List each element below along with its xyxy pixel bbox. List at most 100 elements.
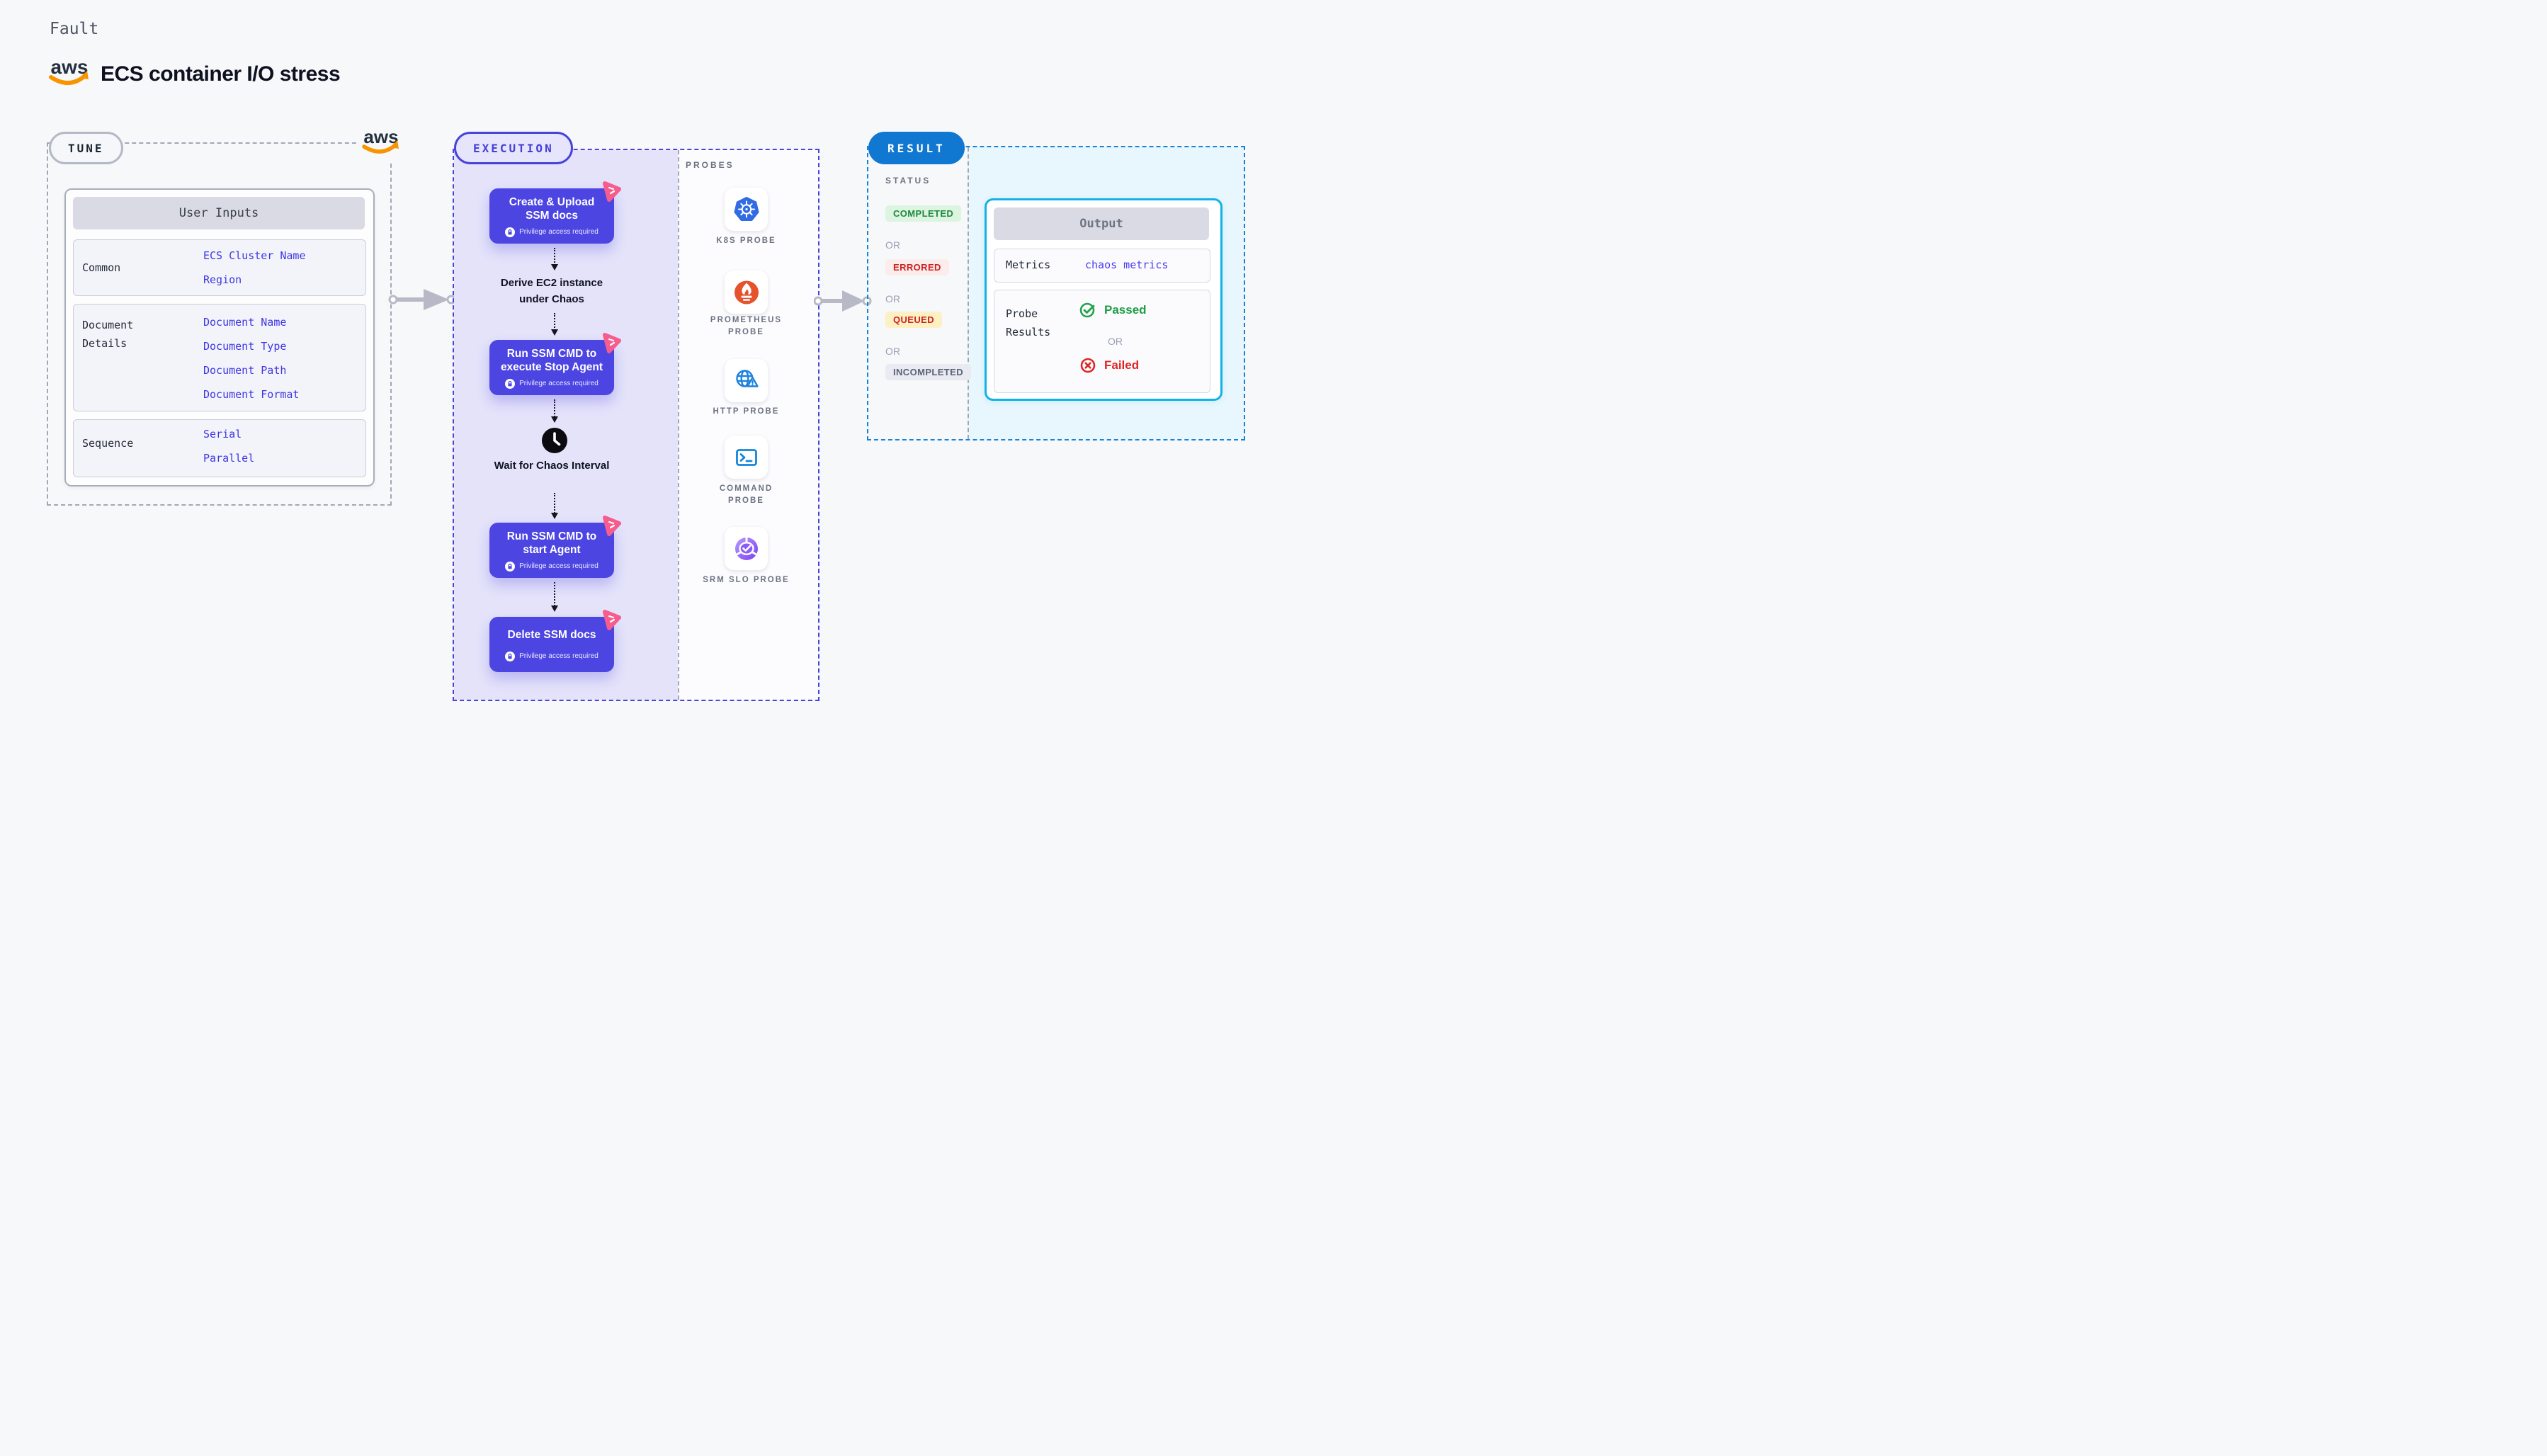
row-values: ECS Cluster Name Region [203,249,306,286]
output-card: Output Metrics chaos metrics Probe Resul… [985,198,1223,401]
x-circle-icon [1080,358,1096,373]
arrow-execution-to-result-icon [814,290,872,312]
passed-result: Passed [1079,302,1147,319]
probe-label: HTTP PROBE [713,407,780,416]
status-badge-completed: COMPLETED [885,205,962,222]
lock-icon [505,378,516,389]
row-label: Sequence [82,437,134,450]
probe-card-k8s [725,188,768,231]
chaos-icon [603,516,621,536]
workflow-node-delete-docs: Delete SSM docs Privilege access require… [489,610,621,672]
privilege-note: Privilege access required [519,562,599,570]
node-title: Delete SSM docs [507,628,596,641]
fault-kicker: Fault [50,20,99,38]
privilege-note: Privilege access required [519,228,599,236]
failed-result: Failed [1079,357,1139,374]
flow-arrow-icon [551,399,558,423]
or-separator: OR [1108,336,1123,347]
or-separator: OR [885,239,900,251]
probe-label: SRM SLO PROBE [703,576,790,584]
probes-area [678,150,818,700]
input-row-sequence: Sequence Serial Parallel [73,419,366,477]
probe-label: COMMAND PROBE [719,484,773,505]
page-title: ECS container I/O stress [101,62,341,86]
probes-divider [678,150,679,700]
probes-heading: PROBES [686,160,734,170]
lock-icon [505,561,516,571]
lock-icon [505,651,516,661]
fault-diagram-page: Fault aws ECS container I/O stress TUNE … [0,0,1274,728]
input-value: Document Name [203,316,287,329]
result-pill: RESULT [868,132,965,164]
tune-section [47,142,392,506]
privilege-note: Privilege access required [519,652,599,660]
row-values: Serial Parallel [203,428,254,465]
node-title: Run SSM CMD to start Agent [506,530,597,556]
probe-label: K8S PROBE [716,237,776,245]
input-row-common: Common ECS Cluster Name Region [73,239,366,296]
input-value: Serial [203,428,242,440]
probe-card-command [725,436,768,479]
row-label: Document Details [82,319,134,350]
failed-label: Failed [1104,358,1140,372]
probe-card-prometheus [725,271,768,314]
chaos-icon [603,333,621,353]
user-inputs-header: User Inputs [73,197,365,229]
workflow-node-stop-agent: Run SSM CMD to execute Stop Agent Privil… [489,333,621,395]
input-row-document-details: Document Details Document Name Document … [73,304,366,411]
row-label: Common [82,261,121,274]
status-heading: STATUS [885,176,931,186]
probe-results-label: Probe Results [1006,307,1051,339]
node-title: Create & Upload SSM docs [509,195,595,222]
or-separator: OR [885,293,900,305]
user-inputs-card: User Inputs Common ECS Cluster Name Regi… [64,188,375,487]
output-header: Output [994,207,1209,240]
workflow-node-start-agent: Run SSM CMD to start Agent Privilege acc… [489,516,621,578]
probe-label: PROMETHEUS PROBE [710,316,783,336]
aws-logo: aws [47,54,92,91]
status-badge-errored: ERRORED [885,259,949,275]
input-value: Document Type [203,340,287,353]
tune-pill: TUNE [49,132,123,164]
probe-card-srm-slo [725,527,768,570]
probe-card-http [725,359,768,402]
aws-logo-tune: aws [358,125,404,163]
svg-text:aws: aws [363,126,398,147]
flow-arrow-icon [551,313,558,336]
execution-pill: EXECUTION [454,132,573,164]
passed-label: Passed [1104,303,1147,317]
input-value: Document Path [203,364,287,377]
srm-slo-icon [734,537,758,560]
clock-icon [542,428,567,453]
metrics-row: Metrics chaos metrics [994,249,1210,283]
flow-arrow-icon [551,582,558,612]
step-wait-text: Wait for Chaos Interval [494,460,610,472]
globe-warning-icon [735,369,759,387]
step-derive-text: Derive EC2 instance under Chaos [500,277,603,305]
chaos-icon [603,181,621,202]
metrics-label: Metrics [1006,258,1051,271]
probe-results-row: Probe Results Passed OR Failed [994,290,1210,393]
aws-logo-text: aws [51,56,89,78]
input-value: ECS Cluster Name [203,249,306,262]
workflow-node-create-upload: Create & Upload SSM docs Privilege acces… [489,181,621,244]
flow-arrow-icon [551,493,558,519]
privilege-note: Privilege access required [519,380,599,387]
status-badge-queued: QUEUED [885,312,943,328]
input-value: Region [203,273,242,286]
metrics-value: chaos metrics [1085,258,1169,271]
node-title: Run SSM CMD to execute Stop Agent [500,347,603,373]
row-values: Document Name Document Type Document Pat… [203,316,299,401]
flow-arrow-icon [551,248,558,271]
status-badge-incompleted: INCOMPLETED [885,364,972,380]
check-circle-icon [1079,302,1095,318]
lock-icon [505,227,516,237]
or-separator: OR [885,346,900,357]
kubernetes-icon [734,196,759,221]
result-divider [968,147,969,439]
input-value: Document Format [203,388,300,401]
arrow-tune-to-execution-icon [388,289,455,310]
input-value: Parallel [203,452,255,465]
terminal-icon [735,448,757,466]
prometheus-icon [734,280,759,304]
